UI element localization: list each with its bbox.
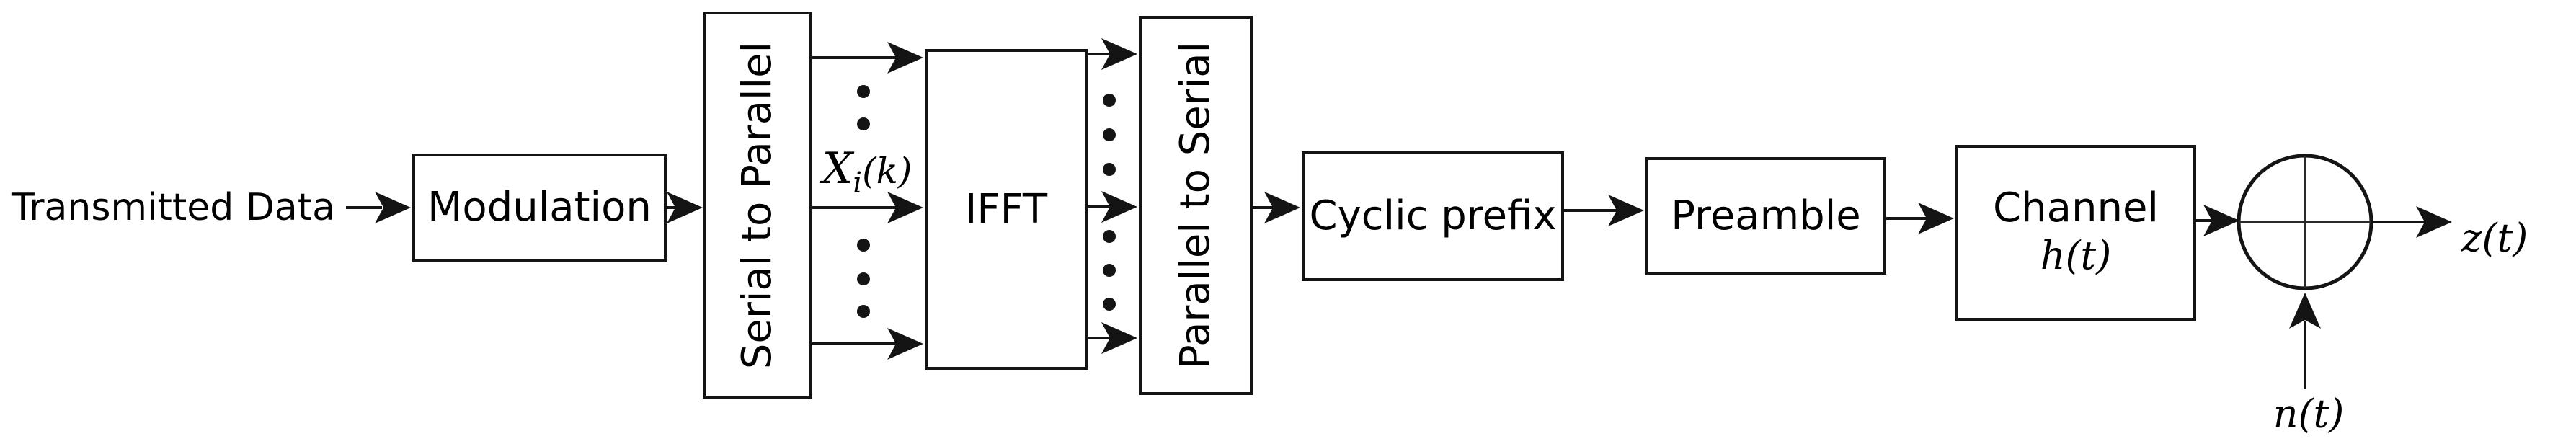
arrow-channel-to-adder: [2196, 205, 2239, 236]
subcarrier-argument: (k): [862, 150, 912, 192]
block-ifft-label: IFFT: [964, 185, 1048, 233]
block-cyclic-prefix-label: Cyclic prefix: [1309, 192, 1557, 240]
output-signal-text: z(t): [2461, 215, 2528, 261]
block-parallel-to-serial: Parallel to Serial: [1139, 16, 1253, 395]
channel-impulse-response-label: h(t): [2040, 233, 2112, 279]
arrow-modulation-to-s2p: [667, 192, 703, 223]
block-channel-inner: Channel h(t): [1993, 186, 2159, 280]
bus-ifft-to-p2s: [1088, 38, 1137, 354]
arrow-adder-to-output: [2372, 206, 2452, 238]
block-modulation-label: Modulation: [427, 184, 652, 231]
block-modulation: Modulation: [412, 154, 667, 262]
block-parallel-to-serial-label: Parallel to Serial: [1172, 41, 1220, 370]
vertical-ellipsis-right: [1103, 94, 1116, 311]
subcarrier-base: X: [822, 143, 853, 194]
arrow-cyclic-to-preamble: [1564, 195, 1644, 226]
block-preamble-label: Preamble: [1671, 192, 1861, 239]
subcarrier-signal-label: Xi(k): [822, 143, 912, 200]
noise-signal-label: n(t): [2273, 391, 2345, 437]
block-serial-to-parallel-label: Serial to Parallel: [734, 41, 781, 369]
arrow-preamble-to-channel: [1886, 203, 1954, 234]
output-signal-label: z(t): [2461, 216, 2528, 261]
block-channel-label: Channel: [1993, 184, 2159, 231]
block-cyclic-prefix: Cyclic prefix: [1302, 151, 1564, 281]
arrow-noise-to-adder: [2289, 293, 2321, 389]
source-label-text: Transmitted Data: [12, 186, 335, 229]
block-ifft: IFFT: [925, 49, 1088, 370]
arrow-source-to-modulation: [346, 192, 411, 223]
adder-sum-junction-icon: [2237, 154, 2373, 290]
source-label: Transmitted Data: [12, 186, 335, 229]
block-channel: Channel h(t): [1955, 145, 2196, 321]
arrow-p2s-to-cyclic: [1253, 192, 1300, 223]
block-serial-to-parallel: Serial to Parallel: [703, 12, 812, 399]
bus-s2p-to-ifft: [812, 42, 923, 360]
vertical-ellipsis-left: [857, 85, 870, 318]
block-preamble: Preamble: [1645, 157, 1886, 275]
noise-signal-text: n(t): [2273, 391, 2345, 437]
subcarrier-subscript: i: [853, 166, 863, 200]
